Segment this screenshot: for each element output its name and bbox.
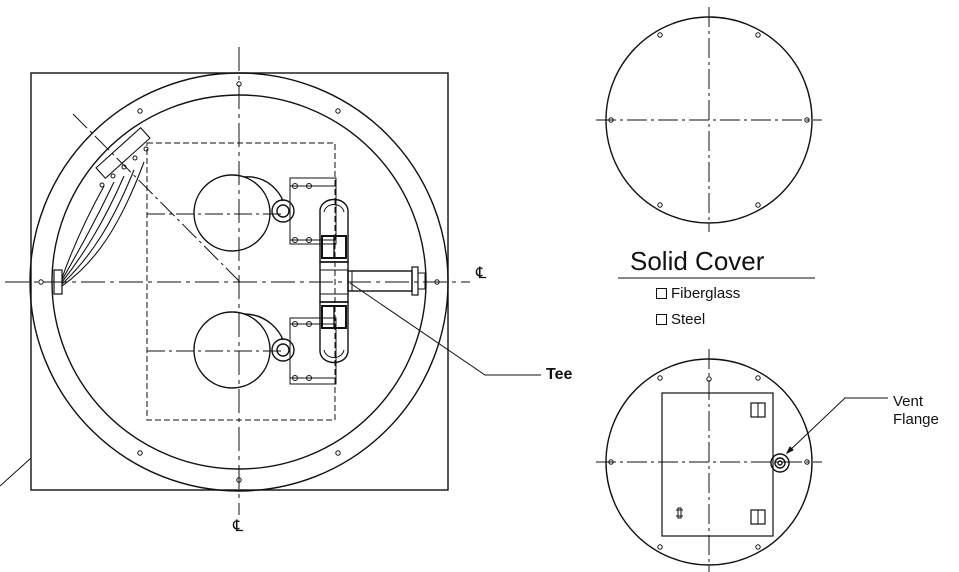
conduit-bundle [61, 126, 151, 287]
tee-fitting [319, 261, 426, 303]
outer-ring [29, 72, 449, 492]
solid-cover-title: Solid Cover [630, 246, 765, 276]
upper-pump [193, 174, 349, 263]
hidden-sump-box [146, 142, 336, 421]
conduit-axis [72, 113, 241, 283]
tee-label: Tee [546, 366, 573, 383]
steel-option[interactable]: Steel [656, 312, 705, 327]
vent-flange [770, 453, 790, 473]
fiberglass-option[interactable]: Fiberglass [656, 286, 740, 301]
steel-checkbox[interactable] [656, 314, 667, 325]
vent-cover-view [596, 349, 888, 572]
steel-label: Steel [671, 311, 706, 328]
ring-bolt-holes [38, 81, 440, 483]
edge-leader [0, 457, 32, 487]
centerline-mark-horizontal: ℄ [476, 265, 487, 282]
solid-cover-view [596, 7, 822, 279]
vent-leader [786, 397, 888, 454]
vent-label-line1: Vent [893, 393, 924, 410]
fiberglass-checkbox[interactable] [656, 288, 667, 299]
fiberglass-label: Fiberglass [671, 285, 741, 302]
vent-flange-label: Vent Flange [893, 393, 939, 429]
vent-label-line2: Flange [893, 411, 939, 428]
centerline-mark-vertical: ℄ [233, 518, 244, 535]
main-plan-view [0, 47, 541, 515]
lower-pump [193, 301, 349, 389]
tee-leader [349, 282, 541, 376]
access-hatch [661, 392, 774, 537]
